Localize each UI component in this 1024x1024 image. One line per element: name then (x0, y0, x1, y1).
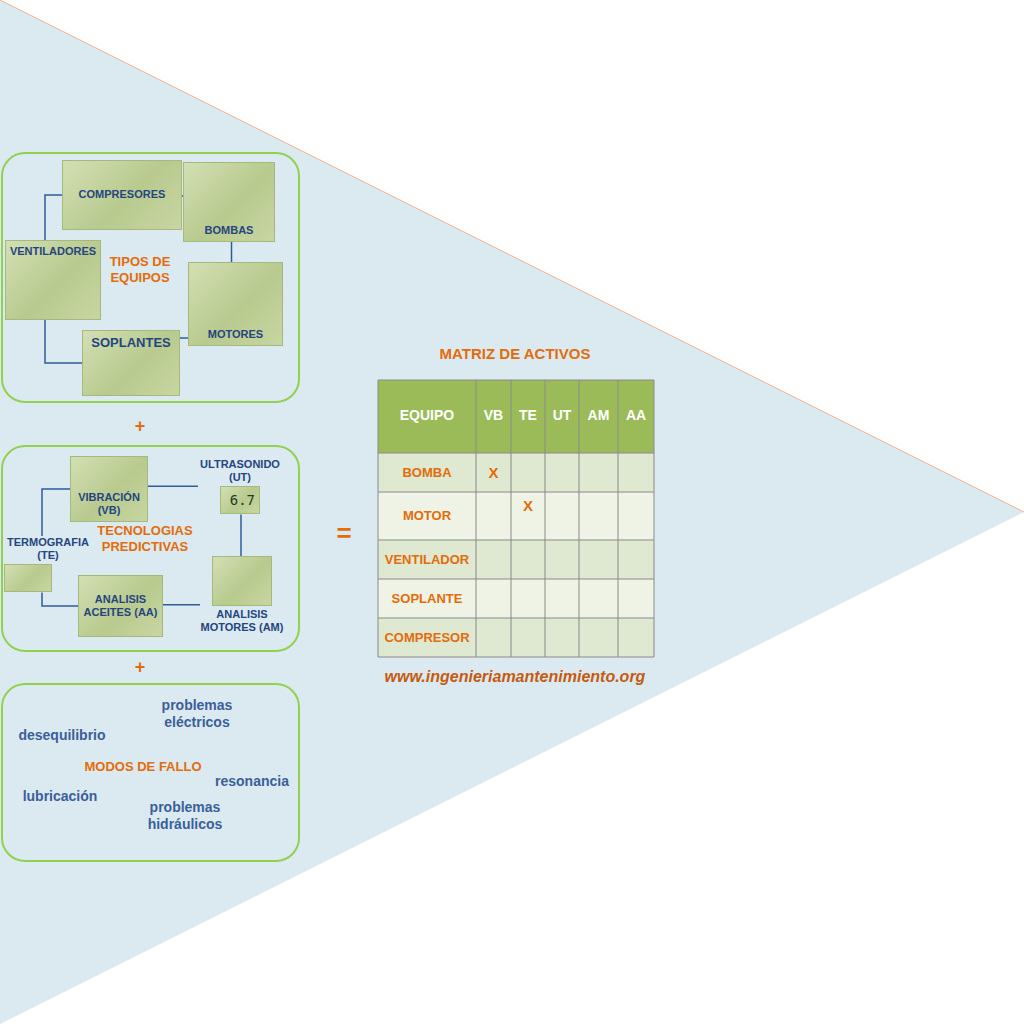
group-title: TECNOLOGIAS PREDICTIVAS (93, 523, 197, 554)
display-reading: 6.7 (230, 493, 255, 507)
photo-thumbnail (212, 556, 272, 606)
table-header-cell: TE (519, 408, 537, 423)
equipment-label: VENTILADORES (10, 245, 96, 258)
equipment-label: BOMBAS (205, 224, 254, 237)
connector-line (163, 604, 200, 606)
operator-sign: + (135, 417, 146, 437)
table-grid (378, 380, 654, 657)
table-row (378, 540, 654, 579)
failure-mode: resonancia (208, 773, 296, 790)
table-row-label: COMPRESOR (384, 630, 469, 644)
technology-item: ANALISIS MOTORES (AM) (200, 556, 284, 634)
group-panel: MODOS DE FALLO problemas eléctricos desequ… (1, 683, 300, 862)
connector-line (240, 514, 242, 556)
table-header-cell: AA (626, 408, 646, 423)
equipment-photo: COMPRESORES (62, 160, 182, 230)
equipment-label: VIBRACIÓN (VB) (75, 491, 143, 517)
operator-sign: + (135, 658, 146, 678)
table-header (378, 380, 654, 453)
table-header-cell: AM (588, 408, 610, 423)
website-url: www.ingenieriamantenimiento.org (385, 668, 646, 686)
connector-line (148, 485, 198, 487)
connector-line (231, 242, 233, 262)
table-row-label: BOMBA (402, 465, 451, 479)
group-title: TIPOS DE EQUIPOS (98, 254, 182, 285)
table-row-label: MOTOR (403, 509, 451, 523)
table-header-cell: VB (484, 408, 503, 423)
equipment-photo: VIBRACIÓN (VB) (70, 456, 148, 522)
equipment-photo: BOMBAS (183, 162, 275, 242)
equipment-label: COMPRESORES (79, 188, 166, 201)
table-mark: X (523, 498, 533, 515)
group-title: MODOS DE FALLO (78, 759, 208, 775)
connector-line (42, 489, 70, 536)
technology-item: ULTRASONIDO (UT) 6.7 (198, 458, 282, 514)
technology-label: ANALISIS MOTORES (AM) (200, 608, 284, 634)
table-row (378, 618, 654, 657)
equipment-photo: MOTORES (188, 262, 283, 346)
failure-mode: lubricación (12, 788, 108, 805)
table-row-label: VENTILADOR (385, 552, 470, 566)
equipment-label: ANALISIS ACEITES (AA) (83, 593, 158, 619)
table-row-label: SOPLANTE (392, 591, 463, 605)
equipment-label: MOTORES (208, 328, 263, 341)
table-header-cell: UT (553, 408, 572, 423)
table-row (378, 453, 654, 492)
failure-mode: problemas eléctricos (152, 697, 242, 731)
photo-thumbnail: 6.7 (220, 486, 260, 514)
table-row (378, 579, 654, 618)
group-panel: VIBRACIÓN (VB) ULTRASONIDO (UT) 6.7TERMOGR… (1, 445, 300, 652)
table-row (378, 492, 654, 540)
table-mark: X (488, 464, 498, 481)
connector-line (45, 320, 82, 363)
connector-line (45, 195, 62, 240)
equipment-label: SOPLANTES (91, 335, 170, 351)
technology-label: ULTRASONIDO (UT) (198, 458, 282, 484)
connector-line (42, 592, 78, 606)
photo-thumbnail (4, 564, 52, 592)
failure-mode: desequilibrio (10, 727, 114, 744)
technology-label: TERMOGRAFIA (TE) (4, 536, 92, 562)
table-header-cell: EQUIPO (400, 408, 454, 423)
operator-sign: = (336, 519, 351, 548)
failure-mode: problemas hidráulicos (135, 799, 235, 833)
connector-line (180, 337, 188, 339)
triangle-edge (0, 0, 1024, 512)
equipment-photo: SOPLANTES (82, 330, 180, 396)
equipment-photo: ANALISIS ACEITES (AA) (78, 575, 163, 637)
matrix-title: MATRIZ DE ACTIVOS (440, 346, 591, 363)
equipment-photo: VENTILADORES (5, 240, 101, 320)
group-panel: COMPRESORES BOMBAS VENTILADORES MOTORES SOPL… (1, 152, 300, 403)
